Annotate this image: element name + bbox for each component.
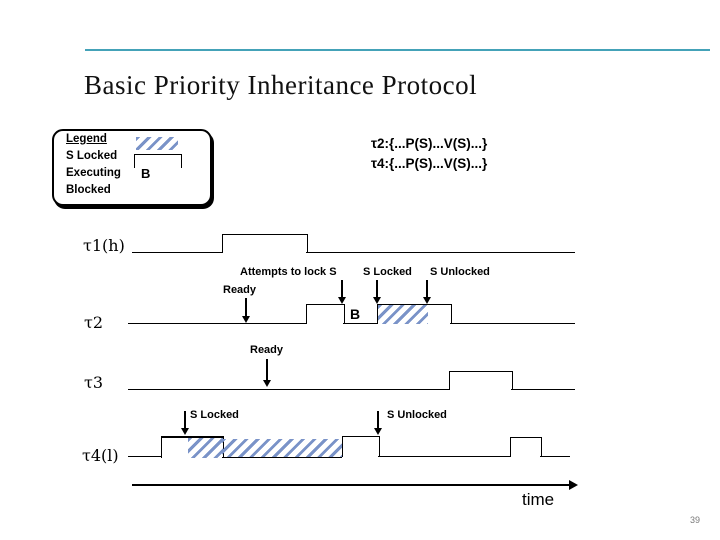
- page-number: 39: [690, 515, 701, 525]
- tau1-label: τ1(h): [83, 236, 125, 255]
- s-locked-hatch-swatch: [136, 137, 178, 150]
- tau3-label: τ3: [84, 373, 104, 392]
- tau4-s-locked-hatch-1: [188, 438, 223, 458]
- tau4-executing-lock-pulse: [161, 436, 224, 458]
- legend-item-s-locked: S Locked: [66, 150, 118, 162]
- tau4-inherited-executing-pulse: [342, 436, 380, 457]
- tau2-s-unlocked-label: S Unlocked: [430, 266, 490, 278]
- tau2-attempts-label: Attempts to lock S: [240, 266, 337, 278]
- title-divider-line: [85, 49, 710, 51]
- legend-box: Legend S Locked Executing B Blocked: [52, 129, 212, 206]
- tau3-ready-label: Ready: [250, 344, 284, 356]
- tau4-baseline-1: [128, 456, 161, 457]
- tau3-baseline-1: [128, 389, 449, 390]
- tau2-attempts-arrow: [336, 280, 348, 304]
- tau2-critical-section-pulse: [377, 304, 452, 324]
- legend-item-blocked: Blocked: [66, 184, 111, 196]
- tau2-baseline-2: [450, 323, 575, 324]
- tau2-blocked-marker: B: [350, 306, 361, 322]
- tau1-executing-pulse: [222, 234, 308, 253]
- tau1-baseline-1: [132, 252, 222, 253]
- tau4-baseline-3: [540, 456, 570, 457]
- tau2-baseline-1: [128, 323, 306, 324]
- slide-title: Basic Priority Inheritance Protocol: [84, 70, 478, 100]
- tau3-ready-arrow: [261, 359, 273, 387]
- tau2-s-locked-arrow: [371, 280, 383, 304]
- tau2-baseline-blocked: [343, 323, 377, 324]
- tau4-s-unlocked-arrow: [372, 411, 384, 435]
- tau1-baseline-2: [306, 252, 575, 253]
- tau3-executing-pulse: [449, 371, 513, 390]
- executing-step-swatch: [134, 154, 182, 168]
- tau2-s-locked-hatch: [378, 305, 428, 324]
- task-code-tau4: τ4:{...P(S)...V(S)...}: [371, 156, 488, 171]
- tau2-s-unlocked-arrow: [421, 280, 433, 304]
- tau4-final-executing-pulse: [510, 437, 542, 457]
- tau4-s-unlocked-label: S Unlocked: [387, 409, 447, 421]
- tau4-blocked-holding-lock-band: [222, 439, 342, 458]
- tau2-label: τ2: [84, 313, 104, 332]
- tau2-ready-arrow: [240, 298, 252, 323]
- time-axis: [132, 480, 578, 490]
- tau3-baseline-2: [511, 389, 575, 390]
- legend-item-executing: Executing: [66, 167, 121, 179]
- time-axis-label: time: [522, 490, 555, 509]
- tau2-ready-label: Ready: [223, 284, 257, 296]
- tau4-s-locked-arrow: [179, 411, 191, 435]
- legend-title: Legend: [66, 133, 107, 145]
- task-code-tau2: τ2:{...P(S)...V(S)...}: [371, 136, 488, 151]
- tau2-executing-pulse: [306, 304, 345, 324]
- tau4-label: τ4(l): [82, 446, 119, 465]
- time-axis-arrowhead: [569, 480, 578, 490]
- tau4-baseline-2: [378, 456, 510, 457]
- tau4-s-locked-label: S Locked: [190, 409, 239, 421]
- blocked-letter-swatch: B: [141, 166, 151, 181]
- tau2-s-locked-label: S Locked: [363, 266, 412, 278]
